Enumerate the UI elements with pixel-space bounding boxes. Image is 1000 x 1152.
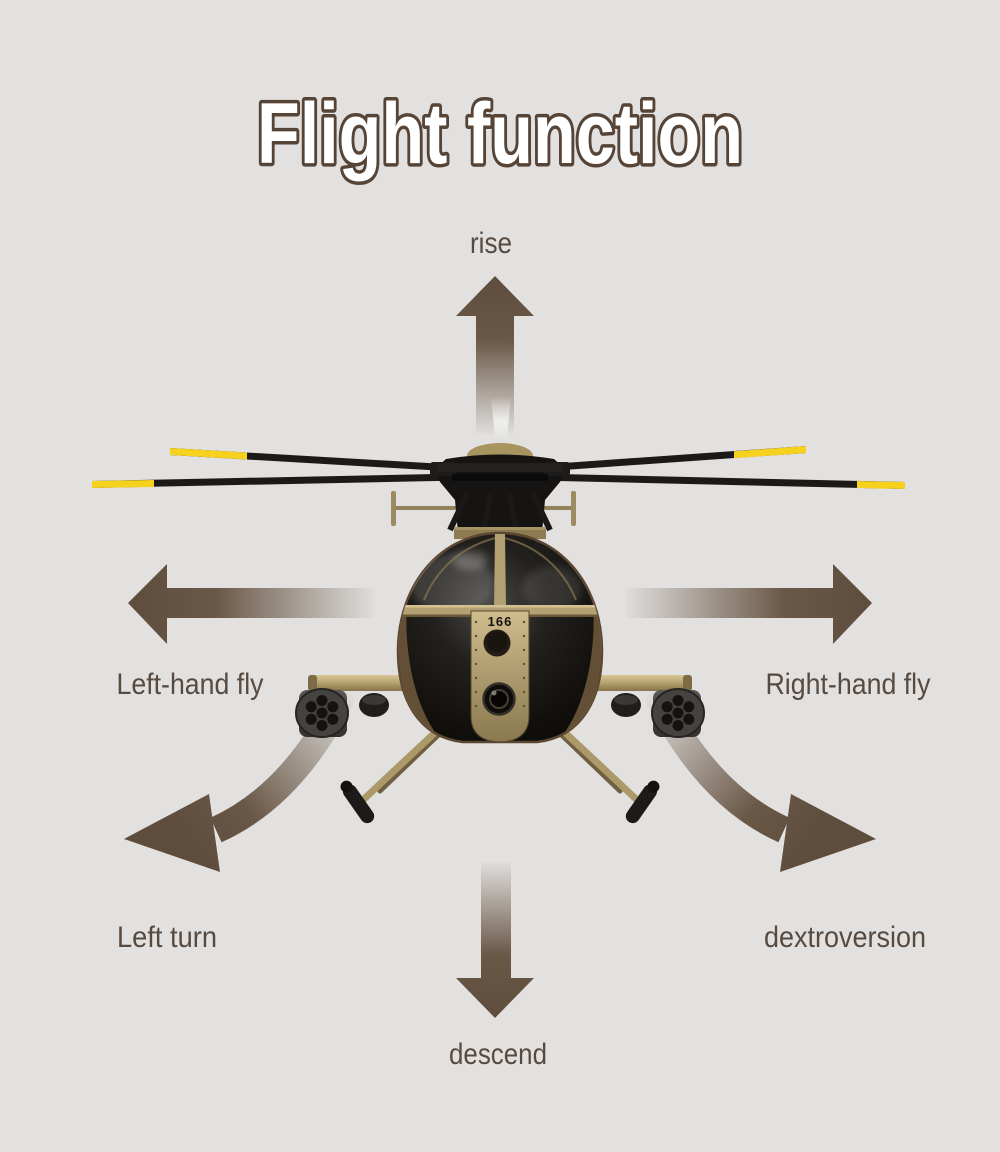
right-arrow-icon	[626, 564, 872, 644]
label-left-hand-fly: Left-hand fly	[117, 668, 264, 701]
right-rocket-pod	[651, 688, 705, 738]
left-arrow-icon	[128, 564, 374, 644]
descend-arrow-icon	[456, 862, 534, 1018]
rise-arrow-icon	[456, 276, 534, 434]
rotor-blades	[92, 446, 905, 489]
label-dextroversion: dextroversion	[764, 921, 926, 954]
label-right-hand-fly: Right-hand fly	[766, 668, 931, 701]
wing-mounts	[359, 693, 641, 717]
label-descend: descend	[449, 1038, 547, 1071]
nose-panel: 166	[470, 610, 530, 743]
left-rocket-pod	[295, 688, 349, 738]
label-rise: rise	[470, 227, 512, 260]
helicopter-illustration: 166	[92, 397, 905, 824]
page-title: Flight function	[257, 86, 743, 182]
rotor-head	[430, 443, 570, 539]
label-left-turn: Left turn	[117, 921, 217, 954]
nose-number: 166	[488, 614, 513, 629]
canopy-details	[397, 534, 603, 741]
camera-lens	[482, 682, 516, 716]
